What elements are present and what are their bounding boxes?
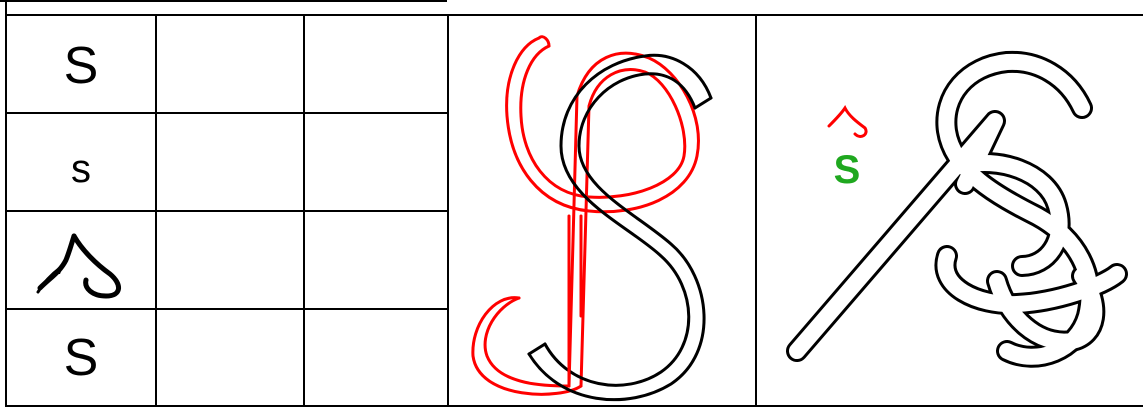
row1-letter: S (7, 26, 155, 106)
row2-letter: s (7, 134, 155, 204)
grid-line-v1 (155, 14, 157, 407)
cursive-s-glyph-icon (30, 222, 130, 302)
row4-letter: S (7, 318, 155, 398)
green-s-letter: S (827, 148, 867, 192)
top-border-line (0, 0, 447, 2)
small-cursive-s-icon (829, 108, 866, 136)
grid-line-h0 (5, 14, 447, 16)
grid-line-h1 (5, 112, 447, 114)
middle-s-knot-diagram (449, 16, 755, 405)
right-knot-diagram: S (757, 16, 1143, 405)
grid-line-v2 (303, 14, 305, 407)
grid-line-h2 (5, 210, 447, 212)
grid-line-h3 (5, 308, 447, 310)
